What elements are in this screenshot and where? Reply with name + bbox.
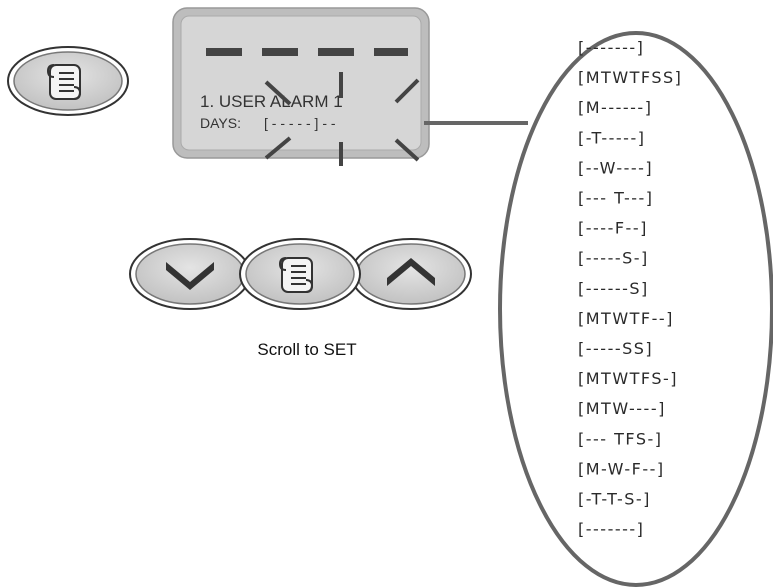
lcd-days-label: DAYS:	[200, 115, 241, 131]
up-button[interactable]	[350, 238, 472, 310]
chevron-up-icon	[387, 258, 435, 286]
day-option-9: [------S]	[578, 279, 649, 298]
lcd-top-dashes	[206, 48, 408, 56]
day-option-8: [-----S-]	[578, 249, 649, 268]
day-options-list: [-------] [MTWTFSS] [M------] [-T-----] [--W…	[578, 38, 682, 539]
button-cluster	[129, 238, 472, 310]
day-option-4: [-T-----]	[578, 128, 645, 147]
lcd-display: 1. USER ALARM 1 DAYS: [ - - - - - ] - -	[172, 7, 430, 159]
day-option-2: [MTWTFSS]	[578, 68, 682, 87]
day-option-14: [--- TFS-]	[578, 429, 663, 448]
instruction-caption: Scroll to SET	[257, 340, 357, 359]
menu-button-top[interactable]	[7, 46, 129, 116]
scroll-icon	[47, 64, 81, 100]
lcd-line-1: 1. USER ALARM 1	[200, 92, 343, 111]
day-option-16: [-T-T-S-]	[578, 490, 651, 509]
day-option-11: [-----SS]	[578, 339, 653, 358]
blink-indicator	[264, 72, 420, 166]
day-option-13: [MTW----]	[578, 399, 666, 418]
lcd-days-value: [ - - - - - ] - -	[264, 115, 336, 131]
down-button[interactable]	[129, 238, 251, 310]
day-option-7: [----F--]	[578, 219, 648, 238]
day-option-15: [M-W-F--]	[578, 459, 665, 478]
day-option-17: [-------]	[578, 520, 644, 539]
scroll-icon	[279, 257, 313, 293]
day-option-1: [-------]	[578, 38, 644, 57]
day-option-10: [MTWTF--]	[578, 309, 674, 328]
chevron-down-icon	[166, 262, 214, 290]
day-option-3: [M------]	[578, 98, 652, 117]
day-option-5: [--W----]	[578, 158, 653, 177]
day-option-12: [MTWTFS-]	[578, 369, 678, 388]
day-options-ellipse	[498, 31, 773, 587]
menu-button-center[interactable]	[239, 238, 361, 310]
day-option-6: [--- T---]	[578, 189, 654, 208]
